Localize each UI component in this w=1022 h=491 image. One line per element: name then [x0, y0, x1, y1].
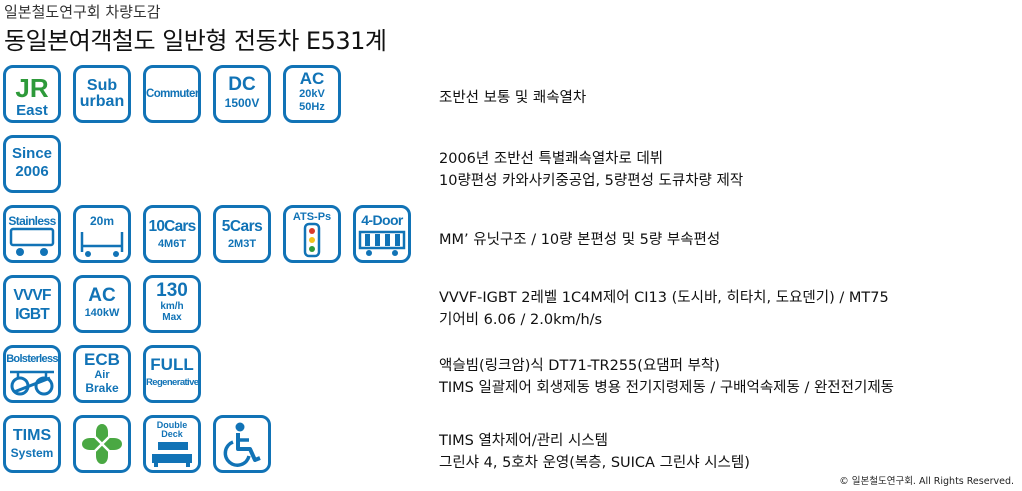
tims-line2: System — [10, 446, 54, 460]
dc-line2: 1500V — [224, 96, 260, 110]
suburban-line2: urban — [79, 93, 125, 110]
row-6-description: TIMS 열차제어/관리 시스템 그린샤 4, 5호차 운영(복층, SUICA… — [439, 430, 750, 474]
ac-line1: AC — [299, 69, 325, 88]
cars5-line1: 5Cars — [221, 218, 263, 235]
acmotor-line2: 140kW — [84, 307, 120, 319]
bolsterless-bogie-icon: Bolsterless — [3, 345, 61, 403]
cars10-line1: 10Cars — [148, 218, 197, 235]
commuter-icon: Commuter — [143, 65, 201, 123]
copyright-notice: © 일본철도연구회. All Rights Reserved. — [839, 476, 1014, 487]
4-door-icon: 4-Door — [353, 205, 411, 263]
jr-letters: JR — [15, 73, 48, 103]
vvvf-line1: VVVF — [13, 287, 51, 304]
speed-line2: km/h — [160, 301, 184, 312]
tims-line1: TIMS — [12, 427, 52, 444]
green-car-icon — [73, 415, 131, 473]
row-2-description: 2006년 조반선 특별쾌속열차로 데뷔 10량편성 카와사키중공업, 5량편성… — [439, 148, 743, 192]
row-4-line-2: 기어비 6.06 / 2.0km/h/s — [439, 312, 603, 328]
ac-voltage-icon: AC 20kV 50Hz — [283, 65, 341, 123]
max-speed-icon: 130 km/h Max — [143, 275, 201, 333]
row-5-line-1: 액슬빔(링크암)식 DT71-TR255(요댐퍼 부착) — [439, 358, 720, 374]
jr-east-label: East — [16, 102, 48, 119]
row-4-description: VVVF-IGBT 2레벨 1C4M제어 CI13 (도시바, 히타치, 도요덴… — [439, 287, 889, 331]
vvvf-igbt-icon: VVVF IGBT — [3, 275, 61, 333]
row-6-line-2: 그린샤 4, 5호차 운영(복층, SUICA 그린샤 시스템) — [439, 455, 750, 471]
jr-east-logo-icon: JR East — [3, 65, 61, 123]
page-title: 동일본여객철도 일반형 전동차 E531계 — [4, 27, 387, 55]
commuter-label: Commuter — [146, 88, 199, 100]
speed-line3: Max — [162, 312, 182, 323]
dc-voltage-icon: DC 1500V — [213, 65, 271, 123]
since-line1: Since — [11, 145, 53, 162]
row-6-line-1: TIMS 열차제어/관리 시스템 — [439, 433, 609, 449]
row-5-description: 액슬빔(링크암)식 DT71-TR255(요댐퍼 부착) TIMS 일괄제어 회… — [439, 355, 894, 399]
double-deck-icon: Double Deck — [143, 415, 201, 473]
10-cars-formation-icon: 10Cars 4M6T — [143, 205, 201, 263]
ac-line2: 20kV — [299, 88, 325, 100]
suburban-icon: Sub urban — [73, 65, 131, 123]
acmotor-line1: AC — [88, 285, 116, 306]
bolsterless-label: Bolsterless — [6, 353, 58, 365]
ats-label: ATS-Ps — [293, 211, 331, 223]
doubledeck-line1: Double — [157, 420, 188, 430]
cars5-line2: 2M3T — [227, 238, 257, 250]
speed-line1: 130 — [156, 280, 188, 301]
regen-line1: FULL — [150, 355, 194, 374]
doubledeck-line2: Deck — [161, 429, 184, 439]
since-line2: 2006 — [15, 163, 49, 180]
door-label: 4-Door — [361, 212, 404, 228]
row-3-line-1: MM’ 유닛구조 / 10량 본편성 및 5량 부속편성 — [439, 232, 721, 248]
dc-line1: DC — [228, 74, 256, 95]
stainless-label: Stainless — [8, 214, 56, 228]
row-1-description: 조반선 보통 및 쾌속열차 — [439, 87, 586, 109]
stainless-body-icon: Stainless — [3, 205, 61, 263]
ecb-line2: Air — [94, 369, 110, 381]
row-2-line-1: 2006년 조반선 특별쾌속열차로 데뷔 — [439, 151, 664, 167]
ecb-line3: Brake — [85, 381, 119, 395]
5-cars-formation-icon: 5Cars 2M3T — [213, 205, 271, 263]
full-regenerative-icon: FULL Regenerative — [143, 345, 201, 403]
wheelchair-icon — [213, 415, 271, 473]
car-length-icon: 20m — [73, 205, 131, 263]
ecb-air-brake-icon: ECB Air Brake — [73, 345, 131, 403]
ac-motor-icon: AC 140kW — [73, 275, 131, 333]
car-length-label: 20m — [90, 214, 114, 228]
row-1-line-1: 조반선 보통 및 쾌속열차 — [439, 90, 587, 106]
row-4-line-1: VVVF-IGBT 2레벨 1C4M제어 CI13 (도시바, 히타치, 도요덴… — [439, 290, 889, 306]
regen-line2: Regenerative — [146, 377, 199, 388]
tims-system-icon: TIMS System — [3, 415, 61, 473]
ac-line3: 50Hz — [299, 101, 325, 113]
vvvf-line2: IGBT — [15, 306, 50, 323]
ecb-line1: ECB — [84, 350, 120, 369]
row-2-line-2: 10량편성 카와사키중공업, 5량편성 도큐차량 제작 — [439, 173, 744, 189]
row-3-description: MM’ 유닛구조 / 10량 본편성 및 5량 부속편성 — [439, 229, 720, 251]
page-subtitle: 일본철도연구회 차량도감 — [4, 3, 161, 21]
ats-ps-signal-icon: ATS-Ps — [283, 205, 341, 263]
row-5-line-2: TIMS 일괄제어 회생제동 병용 전기지령제동 / 구배억속제동 / 완전전기… — [439, 380, 895, 396]
since-year-icon: Since 2006 — [3, 135, 61, 193]
cars10-line2: 4M6T — [157, 238, 187, 250]
suburban-line1: Sub — [86, 77, 118, 94]
